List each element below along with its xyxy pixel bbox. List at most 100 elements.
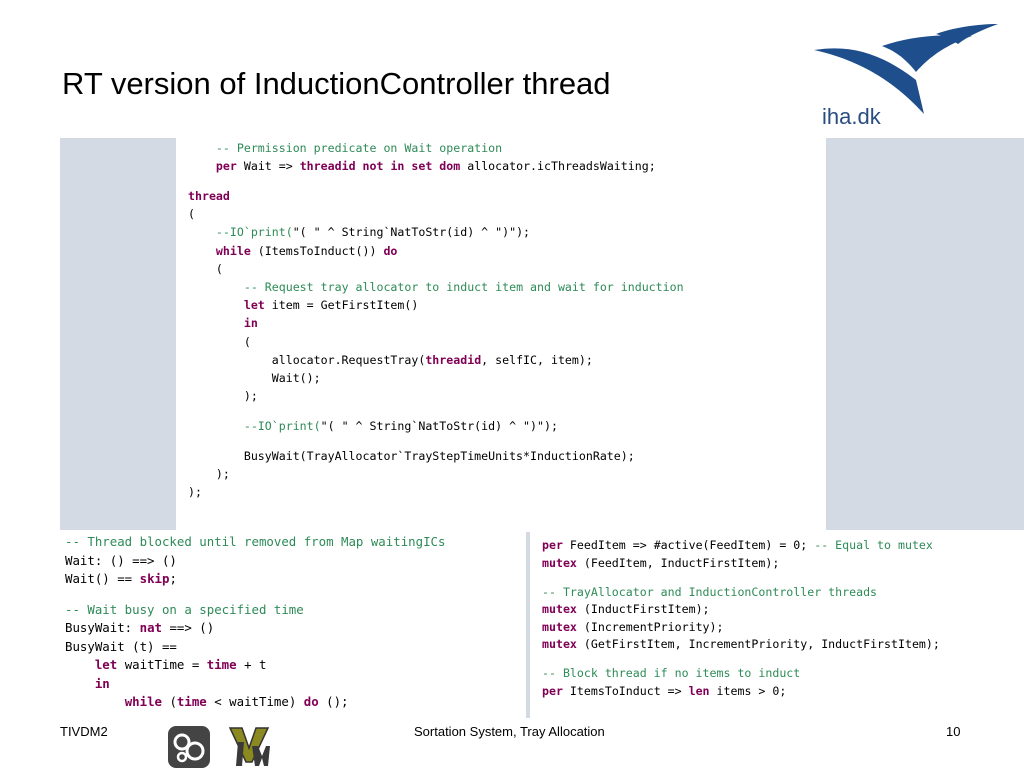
code-token: allocator.RequestTray( xyxy=(188,352,426,367)
footer-title: Sortation System, Tray Allocation xyxy=(414,724,605,739)
code-token: --IO`print( xyxy=(243,419,321,434)
code-token: FeedItem => #active(FeedItem) = 0; xyxy=(562,538,815,552)
code-token: (); xyxy=(318,694,349,710)
code-line: -- Permission predicate on Wait operatio… xyxy=(188,139,826,157)
vdm-logo-icon xyxy=(228,727,270,766)
code-line: let item = GetFirstItem() xyxy=(188,296,826,314)
code-line: allocator.RequestTray(threadid, selfIC, … xyxy=(188,351,826,369)
code-token: Wait: () ==> () xyxy=(65,552,177,568)
code-token: BusyWait (t) == xyxy=(65,638,177,654)
code-line: ( xyxy=(188,333,826,351)
code-line: BusyWait: nat ==> () xyxy=(65,619,526,638)
code-line: let waitTime = time + t xyxy=(65,656,526,675)
code-line: --IO`print("( " ^ String`NatToStr(id) ^ … xyxy=(188,223,826,241)
code-token: ); xyxy=(544,419,558,434)
code-token: BusyWait(TrayAllocator`TrayStepTimeUnits… xyxy=(188,448,635,463)
code-token: ==> () xyxy=(162,620,215,636)
code-line: BusyWait(TrayAllocator`TrayStepTimeUnits… xyxy=(188,447,826,465)
code-token: ; xyxy=(169,571,177,586)
left-code-block: -- Thread blocked until removed from Map… xyxy=(60,532,526,712)
code-token xyxy=(188,298,244,312)
code-line: ( xyxy=(188,205,826,223)
code-token: time xyxy=(176,694,207,710)
code-token: items > 0; xyxy=(709,683,787,698)
code-token: allocator.icThreadsWaiting; xyxy=(460,159,656,174)
main-code-panel: -- Permission predicate on Wait operatio… xyxy=(176,138,826,530)
code-token: "( " ^ String`NatToStr(id) ^ ")" xyxy=(320,419,544,434)
code-line xyxy=(188,175,826,187)
code-token: ( xyxy=(188,261,223,276)
code-token xyxy=(188,316,244,330)
code-line: ); xyxy=(188,483,826,501)
code-token: BusyWait: xyxy=(65,620,140,636)
code-token: do xyxy=(383,243,398,258)
code-token: while xyxy=(215,243,251,258)
code-line: --IO`print("( " ^ String`NatToStr(id) ^ … xyxy=(188,417,826,435)
code-token: -- Permission predicate on Wait operatio… xyxy=(215,141,503,155)
code-token: mutex xyxy=(542,602,577,617)
right-code-panel: per FeedItem => #active(FeedItem) = 0; -… xyxy=(530,532,1024,714)
code-token: < waitTime) xyxy=(206,694,304,710)
code-line xyxy=(188,405,826,417)
code-line xyxy=(65,589,526,601)
code-line: in xyxy=(188,314,826,332)
code-line: Wait() == skip; xyxy=(65,570,526,589)
code-token: -- Equal to mutex xyxy=(814,538,933,552)
code-token: Wait(); xyxy=(188,371,321,386)
code-token: mutex xyxy=(542,637,577,652)
code-line xyxy=(542,654,1024,666)
code-line: BusyWait (t) == xyxy=(65,638,526,657)
footer-course: TIVDM2 xyxy=(60,724,108,739)
code-token: let xyxy=(243,298,265,313)
code-token: -- Thread blocked until removed from Map… xyxy=(65,534,446,549)
code-token: -- Request tray allocator to induct item… xyxy=(243,280,684,295)
code-line: ); xyxy=(188,387,826,405)
code-line: -- Wait busy on a specified time xyxy=(65,601,526,620)
code-line: per FeedItem => #active(FeedItem) = 0; -… xyxy=(542,537,1024,555)
logo-text: iha.dk xyxy=(822,104,881,129)
code-token: in xyxy=(243,316,258,331)
code-token: ); xyxy=(188,467,230,482)
code-token: "( " ^ String`NatToStr(id) ^ ")" xyxy=(292,225,517,240)
code-line: per Wait => threadid not in set dom allo… xyxy=(188,157,826,175)
code-line: -- TrayAllocator and InductionController… xyxy=(542,584,1024,602)
code-line: -- Request tray allocator to induct item… xyxy=(188,278,826,296)
code-line: while (time < waitTime) do (); xyxy=(65,693,526,712)
code-token: per xyxy=(215,159,237,174)
page-number: 10 xyxy=(946,724,961,739)
code-line xyxy=(188,435,826,447)
code-token: waitTime = xyxy=(117,657,207,673)
code-line: mutex (IncrementPriority); xyxy=(542,619,1024,637)
code-token xyxy=(188,244,216,258)
code-token: ); xyxy=(188,485,202,500)
code-token: len xyxy=(688,683,710,698)
code-token xyxy=(65,676,95,691)
code-token: (InductFirstItem); xyxy=(576,602,710,617)
code-token: thread xyxy=(188,189,230,203)
code-token: threadid not in set dom xyxy=(299,159,461,174)
code-line xyxy=(542,572,1024,584)
code-line: mutex (GetFirstItem, IncrementPriority, … xyxy=(542,636,1024,654)
code-token: -- TrayAllocator and InductionController… xyxy=(542,584,878,599)
code-line: Wait: () ==> () xyxy=(65,552,526,571)
code-token: skip xyxy=(139,571,170,586)
code-token: per xyxy=(542,683,563,698)
code-token: , selfIC, item); xyxy=(481,352,593,367)
code-line: per ItemsToInduct => len items > 0; xyxy=(542,683,1024,701)
code-line: mutex (FeedItem, InductFirstItem); xyxy=(542,555,1024,573)
code-token xyxy=(188,159,216,173)
code-line: -- Block thread if no items to induct xyxy=(542,665,1024,683)
code-token: ItemsToInduct => xyxy=(562,683,689,698)
code-line: mutex (InductFirstItem); xyxy=(542,601,1024,619)
code-token: Wait() == xyxy=(65,571,140,586)
slide-title: RT version of InductionController thread xyxy=(62,66,611,101)
code-token: time xyxy=(206,657,237,673)
code-token: -- Block thread if no items to induct xyxy=(542,666,801,681)
code-token: ); xyxy=(516,225,531,240)
code-token xyxy=(188,141,216,155)
main-code-block: -- Permission predicate on Wait operatio… xyxy=(176,138,826,501)
code-token: --IO`print( xyxy=(215,225,293,240)
code-line: Wait(); xyxy=(188,369,826,387)
code-token: -- Wait busy on a specified time xyxy=(65,601,304,617)
code-line: while (ItemsToInduct()) do xyxy=(188,242,826,260)
